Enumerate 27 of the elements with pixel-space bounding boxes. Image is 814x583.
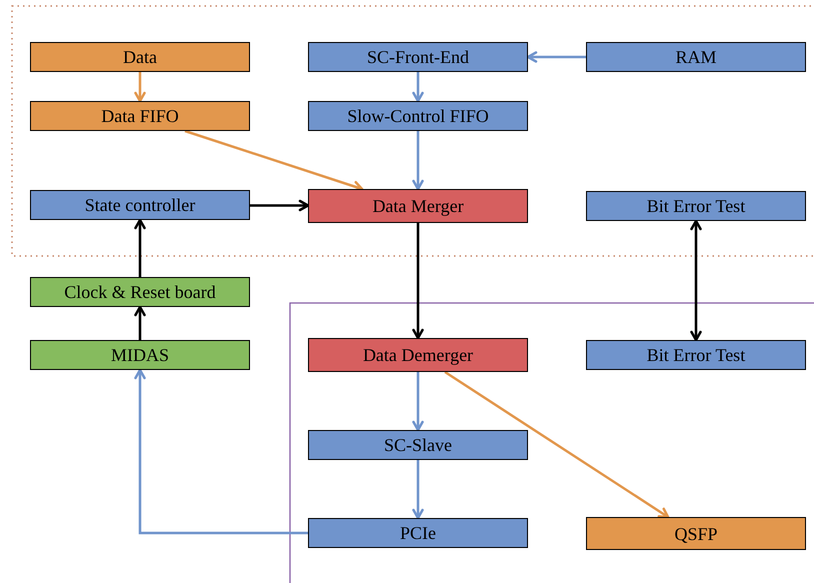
process-box: Slow-Control FIFO [308,101,528,131]
process-box: RAM [586,42,806,72]
process-box: SC-Slave [308,430,528,460]
arrow [250,200,310,212]
arrow [134,72,146,102]
process-box: State controller [30,190,250,220]
arrow [444,370,670,518]
arrow [412,372,424,432]
arrow [412,131,424,190]
process-box: PCIe [308,518,528,548]
arrow [412,223,424,340]
process-box: Data [30,42,250,72]
process-box: MIDAS [30,340,250,370]
process-box: Data FIFO [30,101,250,131]
process-box: Data Merger [308,189,528,223]
arrow [134,368,308,534]
process-box: Data Demerger [308,338,528,372]
process-box: Bit Error Test [586,340,806,370]
process-box: Clock & Reset board [30,277,250,307]
arrow [412,72,424,102]
arrow [526,51,586,63]
process-box: Bit Error Test [586,191,806,221]
process-box: QSFP [586,517,806,550]
arrow [134,218,146,277]
arrow [134,306,146,340]
process-box: SC-Front-End [308,42,528,72]
arrow [690,220,702,342]
